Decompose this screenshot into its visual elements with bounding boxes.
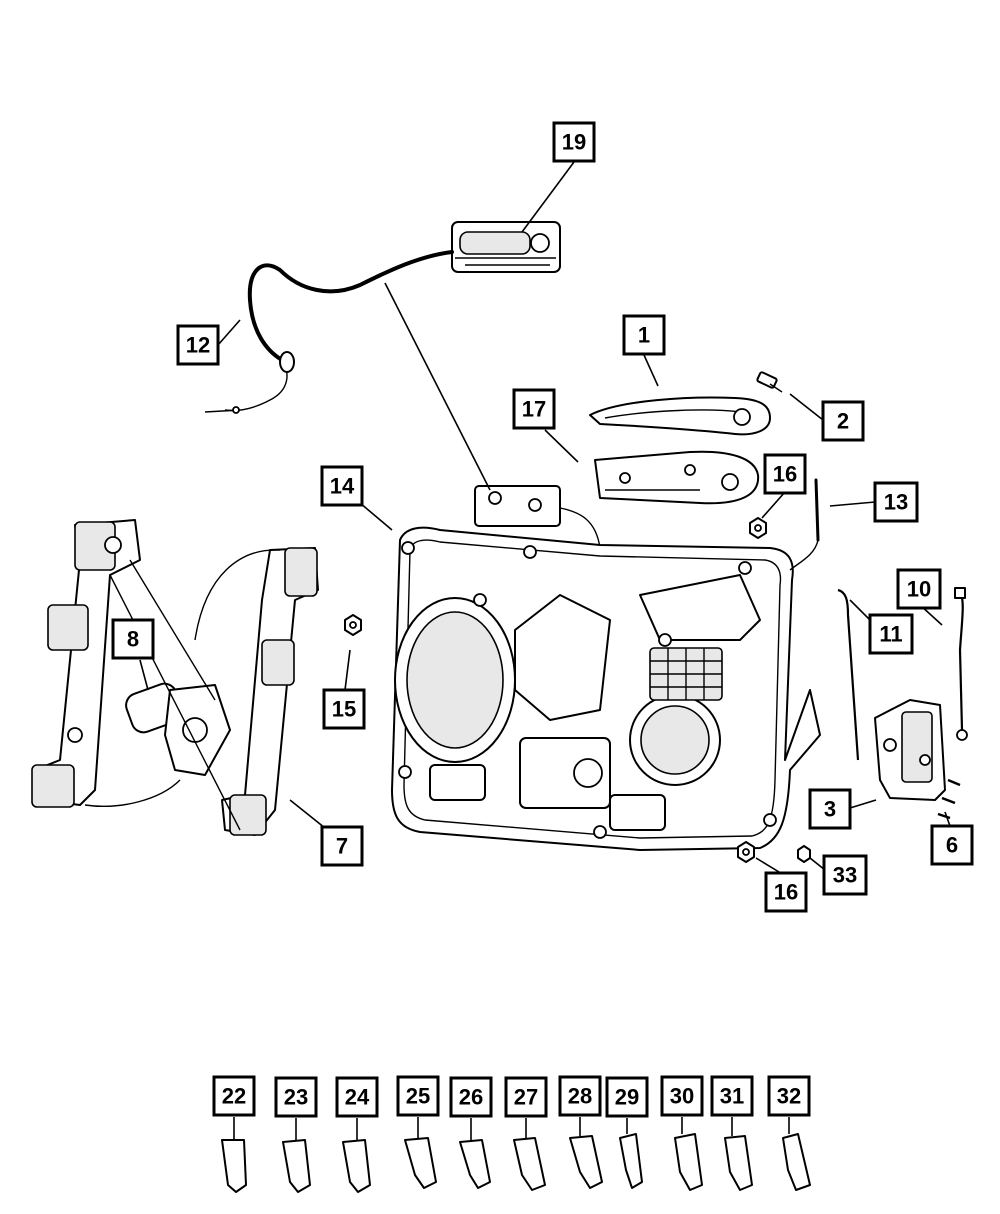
callout-12-label: 12 xyxy=(186,333,210,358)
callout-3[interactable]: 3 xyxy=(808,788,852,830)
part-inside-release-connector xyxy=(474,485,601,549)
callout-33-label: 33 xyxy=(833,863,857,888)
callout-25[interactable]: 25 xyxy=(396,1075,440,1117)
part-16-nut-lower xyxy=(737,841,755,863)
callout-1[interactable]: 1 xyxy=(622,314,666,356)
callout-6[interactable]: 6 xyxy=(930,824,974,866)
callout-11-label: 11 xyxy=(879,622,902,647)
part-16-nut-upper xyxy=(749,517,767,539)
callout-3-label: 3 xyxy=(824,797,836,822)
callout-10[interactable]: 10 xyxy=(896,568,942,610)
callout-15[interactable]: 15 xyxy=(322,688,366,730)
part-15-nut xyxy=(344,614,362,636)
callout-16-upper-label: 16 xyxy=(773,462,797,487)
part-33-nut xyxy=(797,845,811,863)
part-11-rod xyxy=(837,588,860,761)
clip-30 xyxy=(674,1133,703,1191)
callout-26-label: 26 xyxy=(459,1085,483,1110)
callout-12[interactable]: 12 xyxy=(176,324,220,366)
callout-17[interactable]: 17 xyxy=(512,388,556,430)
callout-13[interactable]: 13 xyxy=(873,481,919,523)
clip-32 xyxy=(782,1133,811,1191)
callout-2-label: 2 xyxy=(837,409,849,434)
callout-22-label: 22 xyxy=(222,1084,246,1109)
callout-14-label: 14 xyxy=(330,474,355,499)
callout-14[interactable]: 14 xyxy=(320,465,364,507)
clip-24 xyxy=(342,1139,371,1193)
callout-31-label: 31 xyxy=(720,1084,744,1109)
callout-30-label: 30 xyxy=(670,1084,694,1109)
callout-32-label: 32 xyxy=(777,1084,801,1109)
callout-7-label: 7 xyxy=(336,834,348,859)
callout-28-label: 28 xyxy=(568,1084,592,1109)
callout-25-label: 25 xyxy=(406,1084,430,1109)
callout-17-label: 17 xyxy=(522,397,546,422)
panel-grid-detail xyxy=(650,648,722,700)
part-7-regulator-rail-right xyxy=(109,547,319,836)
clip-25 xyxy=(404,1137,437,1189)
callout-19[interactable]: 19 xyxy=(552,121,596,163)
part-2-screw xyxy=(756,371,783,393)
callout-30[interactable]: 30 xyxy=(660,1075,704,1117)
callout-10-label: 10 xyxy=(907,577,931,602)
callout-28[interactable]: 28 xyxy=(558,1075,602,1117)
part-8-regulator-motor xyxy=(84,682,231,807)
callout-32[interactable]: 32 xyxy=(767,1075,811,1117)
callout-1-label: 1 xyxy=(638,323,650,348)
callout-29[interactable]: 29 xyxy=(605,1076,649,1118)
callout-16-lower[interactable]: 16 xyxy=(764,871,808,913)
callout-27[interactable]: 27 xyxy=(504,1076,548,1118)
clip-22 xyxy=(221,1139,247,1193)
callout-33[interactable]: 33 xyxy=(822,854,868,896)
callout-11[interactable]: 11 xyxy=(868,613,914,655)
part-19-handle-housing xyxy=(451,221,561,273)
callout-13-label: 13 xyxy=(884,490,908,515)
callout-24[interactable]: 24 xyxy=(335,1076,379,1118)
part-8-regulator-rail-left xyxy=(31,519,141,808)
part-6-screws xyxy=(937,778,961,820)
callout-6-label: 6 xyxy=(946,833,958,858)
clip-29 xyxy=(619,1133,643,1189)
callout-27-label: 27 xyxy=(514,1085,538,1110)
callout-24-label: 24 xyxy=(345,1085,370,1110)
clip-27 xyxy=(513,1137,546,1191)
callout-26[interactable]: 26 xyxy=(449,1076,493,1118)
part-3-latch xyxy=(874,699,946,801)
callout-2[interactable]: 2 xyxy=(821,400,865,442)
part-13-rod xyxy=(789,478,820,571)
callout-15-label: 15 xyxy=(332,697,356,722)
callout-22[interactable]: 22 xyxy=(212,1075,256,1117)
callout-23[interactable]: 23 xyxy=(274,1076,318,1118)
clips-row xyxy=(221,1133,811,1193)
clip-31 xyxy=(724,1135,753,1191)
callout-19-label: 19 xyxy=(562,130,586,155)
clip-26 xyxy=(459,1139,491,1189)
part-10-rod xyxy=(954,587,968,741)
callout-8[interactable]: 8 xyxy=(111,618,155,660)
callout-31[interactable]: 31 xyxy=(710,1075,754,1117)
leader-lines xyxy=(139,161,951,1140)
callout-8-label: 8 xyxy=(127,627,139,652)
clip-23 xyxy=(282,1139,311,1193)
part-1-outside-handle xyxy=(589,396,771,436)
callout-23-label: 23 xyxy=(284,1085,308,1110)
callout-16-upper[interactable]: 16 xyxy=(763,453,807,495)
callout-7[interactable]: 7 xyxy=(320,825,364,867)
part-14-door-module-panel xyxy=(391,526,821,851)
callout-16-lower-label: 16 xyxy=(774,880,798,905)
callout-29-label: 29 xyxy=(615,1085,639,1110)
part-12-handle-cable xyxy=(204,250,454,414)
part-17-handle-bracket xyxy=(594,450,760,505)
clip-28 xyxy=(569,1135,603,1189)
